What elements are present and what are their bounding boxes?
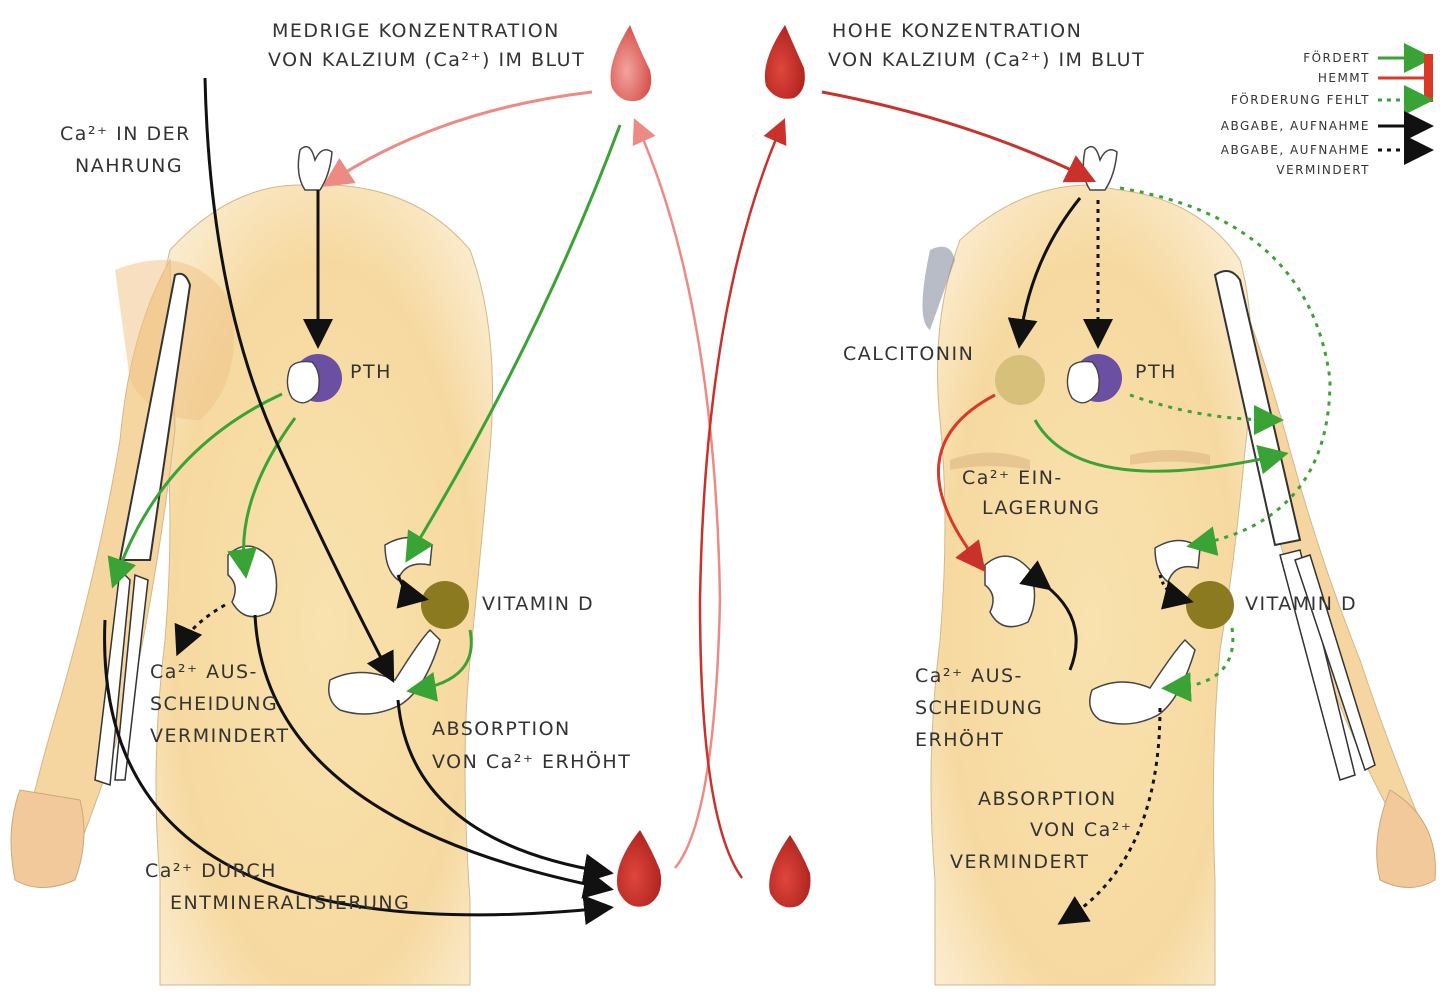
left-excretion-label-1: Ca²⁺ AUS- — [150, 661, 258, 683]
right-absorption-label-1: ABSORPTION — [978, 788, 1117, 810]
left-parathyroid-icon — [287, 362, 319, 403]
food-calcium-label-2: NAHRUNG — [75, 155, 183, 177]
left-title-line-1: MEDRIGE KONZENTRATION — [272, 20, 560, 42]
right-vitamin-d-icon — [1186, 581, 1234, 629]
right-absorption-label-2: VON Ca²⁺ — [1030, 819, 1132, 841]
right-excretion-label-3: ERHÖHT — [915, 728, 1004, 751]
legend-release-reduced-label: ABGABE, AUFNAHME — [1221, 143, 1370, 157]
left-vitamin-d-label: VITAMIN D — [482, 593, 594, 615]
left-excretion-label-3: VERMINDERT — [150, 725, 289, 747]
right-excretion-label-1: Ca²⁺ AUS- — [915, 665, 1023, 687]
left-bottom-blood-drop-icon — [617, 830, 661, 907]
right-thyroid-icon — [1083, 147, 1117, 190]
right-excretion-label-2: SCHEIDUNG — [915, 697, 1043, 719]
food-calcium-label-1: Ca²⁺ IN DER — [60, 123, 191, 145]
left-absorption-label-1: ABSORPTION — [432, 718, 571, 740]
legend-missing-promotion-label: FÖRDERUNG FEHLT — [1231, 91, 1370, 107]
demineralization-label-2: ENTMINERALISIERUNG — [170, 892, 410, 914]
right-kidney-icon — [985, 556, 1035, 627]
legend-release-reduced-label-2: VERMINDERT — [1276, 163, 1370, 177]
left-excretion-label-2: SCHEIDUNG — [150, 693, 278, 715]
storage-label-1: Ca²⁺ EIN- — [962, 467, 1063, 489]
demineralization-label-1: Ca²⁺ DURCH — [145, 860, 277, 882]
legend-promote-label: FÖRDERT — [1303, 49, 1370, 65]
right-parathyroid-icon — [1067, 362, 1099, 403]
right-bottom-blood-drop-icon — [769, 835, 810, 907]
right-absorption-label-3: VERMINDERT — [950, 851, 1089, 873]
left-vitamin-d-icon — [421, 581, 469, 629]
right-arm-bone — [1215, 271, 1375, 780]
right-pth-label: PTH — [1135, 361, 1177, 383]
legend: FÖRDERT HEMMT FÖRDERUNG FEHLT ABGABE, AU… — [1221, 49, 1430, 177]
right-top-blood-drop-icon — [765, 25, 805, 99]
legend-release-label: ABGABE, AUFNAHME — [1221, 119, 1370, 133]
left-top-blood-drop-icon — [610, 25, 651, 101]
left-pth-label: PTH — [350, 361, 392, 383]
calcitonin-icon — [995, 355, 1045, 405]
storage-label-2: LAGERUNG — [982, 497, 1100, 519]
left-title-line-2: VON KALZIUM (Ca²⁺) IM BLUT — [268, 49, 585, 71]
calcitonin-label: CALCITONIN — [843, 343, 974, 365]
right-vitamin-d-label: VITAMIN D — [1245, 593, 1357, 615]
left-absorption-label-2: VON Ca²⁺ ERHÖHT — [432, 750, 631, 773]
left-thyroid-icon — [298, 147, 332, 190]
right-title-line-2: VON KALZIUM (Ca²⁺) IM BLUT — [828, 49, 1145, 71]
left-kidney-icon — [228, 546, 277, 617]
legend-inhibit-label: HEMMT — [1318, 71, 1370, 85]
right-title-line-1: HOHE KONZENTRATION — [832, 20, 1082, 42]
